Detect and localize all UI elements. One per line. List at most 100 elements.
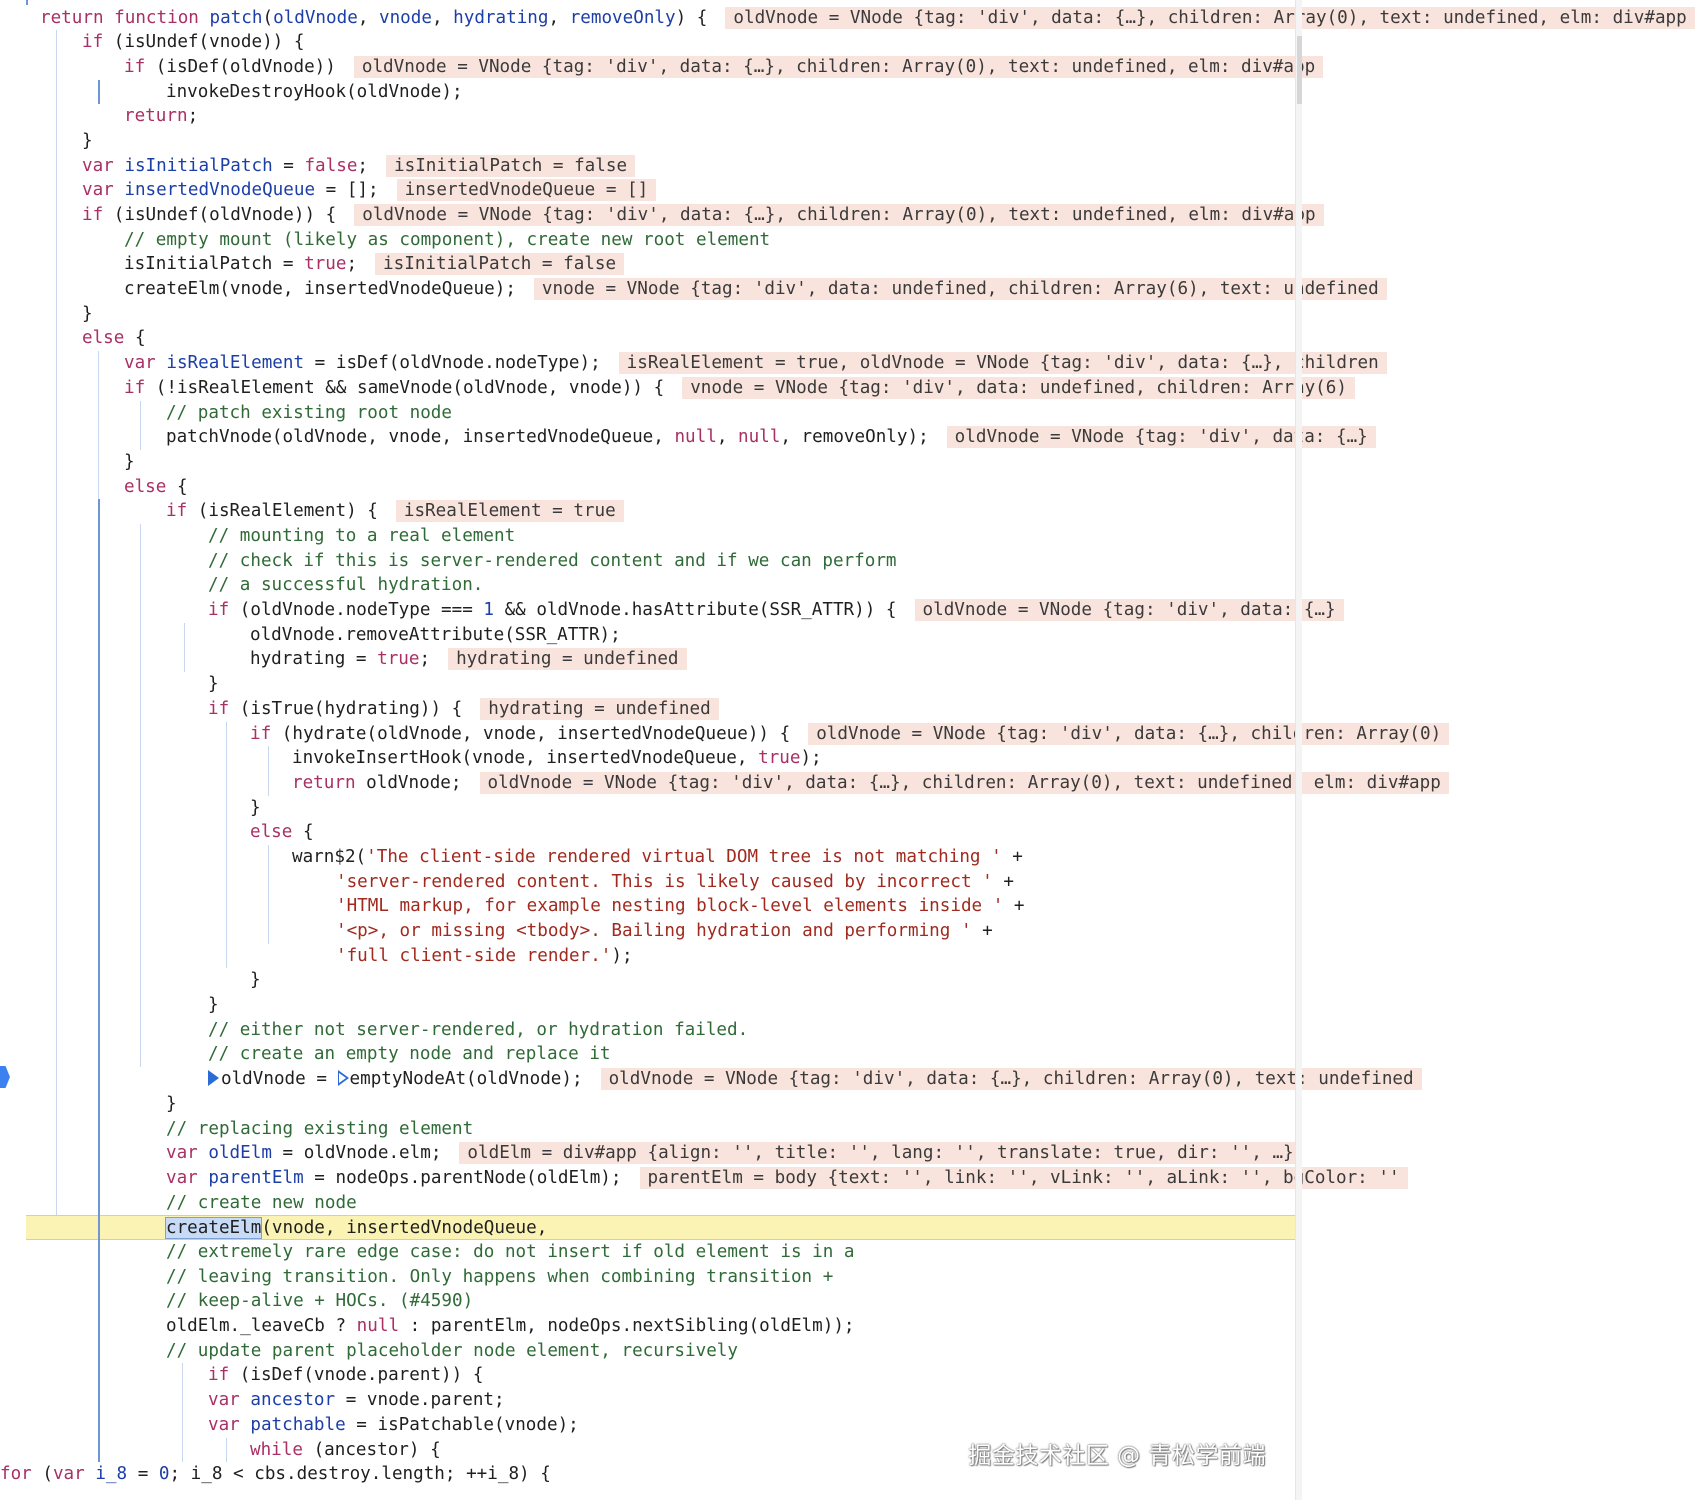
code-line[interactable]: var oldElm = oldVnode.elm;oldElm = div#a… — [0, 1141, 1302, 1166]
code-line[interactable]: if (isDef(oldVnode))oldVnode = VNode {ta… — [0, 55, 1324, 80]
code-line[interactable]: // mounting to a real element — [0, 524, 1296, 549]
code-token: oldElm — [208, 1143, 272, 1164]
code-line[interactable]: var ancestor = vnode.parent; — [0, 1388, 1296, 1413]
code-line[interactable]: if (isUndef(oldVnode)) {oldVnode = VNode… — [0, 203, 1324, 228]
code-line[interactable]: } — [0, 450, 1296, 475]
code-line[interactable]: return oldVnode;oldVnode = VNode {tag: '… — [0, 771, 1449, 796]
code-line[interactable]: var isRealElement = isDef(oldVnode.nodeT… — [0, 351, 1387, 376]
code-token: null — [738, 427, 781, 448]
code-token: return — [40, 7, 115, 28]
inline-value-hint: isRealElement = true, oldVnode = VNode {… — [618, 352, 1387, 375]
scrollbar-thumb[interactable] — [1297, 36, 1302, 104]
code-text: // keep-alive + HOCs. (#4590) — [166, 1291, 473, 1311]
code-line[interactable]: } — [0, 672, 1296, 697]
code-line[interactable]: return function patch(oldVnode, vnode, h… — [0, 6, 1695, 31]
code-text: createElm(vnode, insertedVnodeQueue, — [164, 1217, 547, 1240]
code-line[interactable]: if (hydrate(oldVnode, vnode, insertedVno… — [0, 722, 1450, 747]
code-line[interactable]: var patchable = isPatchable(vnode); — [0, 1413, 1296, 1438]
code-line[interactable]: // either not server-rendered, or hydrat… — [0, 1018, 1296, 1043]
code-token: function — [114, 7, 210, 28]
code-token: if — [208, 600, 240, 621]
code-text: var oldElm = oldVnode.elm; — [166, 1143, 441, 1163]
code-line[interactable]: } — [0, 993, 1296, 1018]
code-line[interactable]: warn$2('The client-side rendered virtual… — [0, 845, 1296, 870]
code-token: patch — [209, 7, 263, 28]
code-line[interactable]: oldVnode.removeAttribute(SSR_ATTR); — [0, 623, 1296, 648]
code-line[interactable]: var insertedVnodeQueue = [];insertedVnod… — [0, 178, 1296, 203]
code-line[interactable]: '<p>, or missing <tbody>. Bailing hydrat… — [0, 919, 1296, 944]
code-line[interactable]: invokeInsertHook(vnode, insertedVnodeQue… — [0, 746, 1296, 771]
code-line[interactable]: } — [0, 129, 1296, 154]
code-token: = vnode.parent; — [335, 1390, 505, 1411]
code-line[interactable]: createElm(vnode, insertedVnodeQueue);vno… — [0, 277, 1387, 302]
code-token: ; — [169, 1464, 181, 1485]
code-line[interactable]: // patch existing root node — [0, 401, 1296, 426]
code-line[interactable]: if (!isRealElement && sameVnode(oldVnode… — [0, 376, 1355, 401]
code-line[interactable]: // create new node — [0, 1191, 1296, 1216]
code-line[interactable]: patchVnode(oldVnode, vnode, insertedVnod… — [0, 425, 1376, 450]
code-line[interactable]: var isInitialPatch = false;isInitialPatc… — [0, 154, 1296, 179]
code-text: oldElm._leaveCb ? null : parentElm, node… — [166, 1316, 855, 1336]
paused-line[interactable]: createElm(vnode, insertedVnodeQueue, — [26, 1215, 1296, 1240]
code-line[interactable]: } — [0, 302, 1296, 327]
code-line[interactable]: // update parent placeholder node elemen… — [0, 1339, 1296, 1364]
inline-value-hint: isInitialPatch = false — [375, 253, 625, 276]
code-token: else — [250, 822, 303, 843]
code-line[interactable]: if (isDef(vnode.parent)) { — [0, 1363, 1296, 1388]
code-line[interactable]: // keep-alive + HOCs. (#4590) — [0, 1289, 1296, 1314]
code-line[interactable]: if (oldVnode.nodeType === 1 && oldVnode.… — [0, 598, 1344, 623]
watermark: 掘金技术社区 @ 青松学前端 — [968, 1443, 1266, 1469]
code-token: } — [166, 1093, 177, 1114]
code-line[interactable]: hydrating = true;hydrating = undefined — [0, 647, 1296, 672]
vertical-scrollbar[interactable] — [1295, 0, 1302, 1500]
code-line[interactable]: // check if this is server-rendered cont… — [0, 549, 1296, 574]
code-line[interactable]: 'server-rendered content. This is likely… — [0, 870, 1296, 895]
code-line[interactable]: isInitialPatch = true;isInitialPatch = f… — [0, 252, 1296, 277]
code-token: if — [124, 56, 156, 77]
code-token: var — [124, 353, 167, 374]
code-text: // check if this is server-rendered cont… — [208, 551, 897, 571]
code-line[interactable]: if (isRealElement) {isRealElement = true — [0, 499, 1296, 524]
code-token: invokeInsertHook(vnode, insertedVnodeQue… — [292, 748, 759, 769]
code-line[interactable]: else { — [0, 475, 1296, 500]
inline-value-hint: parentElm = body {text: '', link: '', vL… — [639, 1166, 1408, 1189]
code-line[interactable]: } — [0, 796, 1296, 821]
code-line[interactable]: // extremely rare edge case: do not inse… — [0, 1240, 1296, 1265]
code-token: createElm(vnode, insertedVnodeQueue); — [124, 279, 516, 300]
code-line[interactable]: // replacing existing element — [0, 1117, 1296, 1142]
code-token: if — [82, 205, 114, 226]
code-token: = oldVnode.elm; — [271, 1143, 442, 1164]
code-token: = — [127, 1464, 159, 1485]
code-line[interactable]: if (isTrue(hydrating)) {hydrating = unde… — [0, 697, 1296, 722]
inline-value-hint: oldVnode = VNode {tag: 'div', data: {…},… — [600, 1068, 1422, 1091]
code-line[interactable]: else { — [0, 326, 1296, 351]
code-token: (!isRealElement && sameVnode(oldVnode, v… — [155, 377, 665, 398]
code-line[interactable]: var parentElm = nodeOps.parentNode(oldEl… — [0, 1166, 1408, 1191]
code-line[interactable]: // empty mount (likely as component), cr… — [0, 228, 1296, 253]
code-line[interactable]: else { — [0, 820, 1296, 845]
code-line[interactable]: 'full client-side render.'); — [0, 944, 1296, 969]
step-in-marker-icon[interactable] — [337, 1070, 349, 1087]
code-token: 1 — [483, 600, 494, 621]
code-line[interactable]: if (isUndef(vnode)) { — [0, 30, 1296, 55]
code-token: if — [124, 377, 156, 398]
code-line[interactable]: // a successful hydration. — [0, 573, 1296, 598]
code-line[interactable]: // create an empty node and replace it — [0, 1042, 1296, 1067]
code-line[interactable]: for (var i_8 = 0; i_8 < cbs.destroy.leng… — [0, 1462, 1296, 1487]
code-line[interactable]: while (ancestor) { — [0, 1438, 1296, 1463]
code-line[interactable]: } — [0, 1092, 1296, 1117]
code-line[interactable]: } — [0, 968, 1296, 993]
code-line[interactable]: oldElm._leaveCb ? null : parentElm, node… — [0, 1314, 1296, 1339]
breakpoint-marker[interactable] — [0, 1066, 10, 1088]
code-line[interactable]: return; — [0, 104, 1296, 129]
code-line[interactable]: 'HTML markup, for example nesting block-… — [0, 894, 1296, 919]
code-token: { — [302, 822, 314, 843]
code-line[interactable]: invokeDestroyHook(oldVnode); — [0, 80, 1296, 105]
code-line[interactable]: oldVnode = emptyNodeAt(oldVnode);oldVnod… — [0, 1067, 1422, 1092]
indent-guide — [268, 746, 269, 796]
code-text: hydrating = true; — [250, 649, 430, 669]
step-marker-icon[interactable] — [208, 1070, 219, 1087]
code-line[interactable]: // leaving transition. Only happens when… — [0, 1265, 1296, 1290]
code-token: (hydrate(oldVnode, vnode, insertedVnodeQ… — [281, 723, 791, 744]
